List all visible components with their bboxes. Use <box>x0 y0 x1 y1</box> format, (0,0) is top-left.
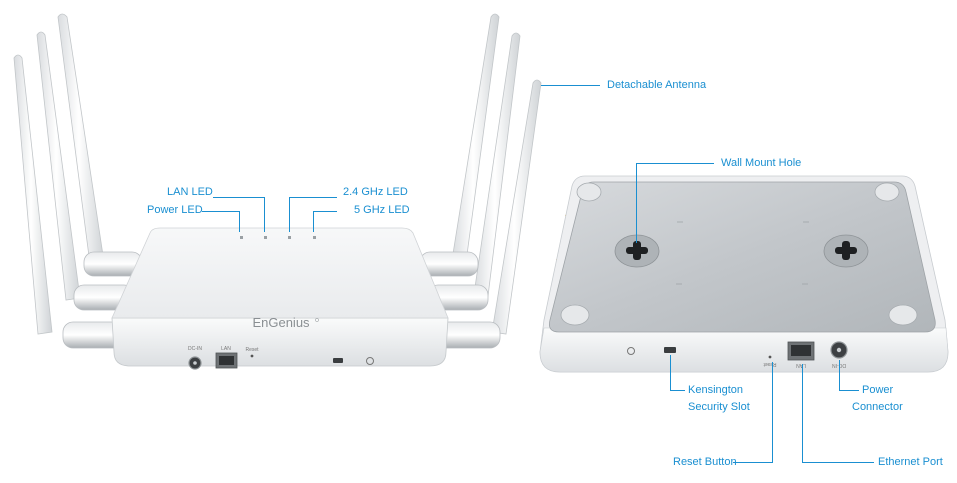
leader-line <box>239 211 240 232</box>
lock-icon <box>627 347 635 355</box>
leader-line <box>313 211 314 232</box>
lan-port-inner <box>219 356 234 365</box>
leader-line <box>213 197 265 198</box>
rubber-foot <box>888 304 918 326</box>
rubber-foot <box>874 182 900 202</box>
leader-line <box>289 197 290 232</box>
leader-line <box>670 390 685 391</box>
front-view-device: DC-IN LAN Reset EnGenius <box>13 13 542 370</box>
lan-led <box>264 236 267 239</box>
registered-mark <box>315 318 319 322</box>
power-connector-label-line1: Power <box>862 384 894 396</box>
device-top-surface <box>111 227 449 319</box>
leader-line <box>202 211 240 212</box>
antenna-left-2 <box>36 31 81 301</box>
device-back-side <box>539 327 949 373</box>
kensington-label-line2: Security Slot <box>688 401 750 413</box>
kensington-slot <box>664 347 676 353</box>
leader-line <box>264 197 265 232</box>
reset-pinhole <box>250 354 254 358</box>
leader-line <box>541 85 600 86</box>
mounting-plate <box>549 181 936 333</box>
leader-line <box>313 211 337 212</box>
ghz5-led <box>313 236 316 239</box>
kensington-slot <box>333 358 343 363</box>
leader-line <box>839 360 840 390</box>
rubber-foot <box>560 304 590 326</box>
ethernet-port-inner <box>791 345 811 356</box>
lock-icon <box>366 357 374 365</box>
lan-port-label: LAN <box>221 346 231 352</box>
power-led <box>240 236 243 239</box>
antenna-right-1 <box>451 13 500 263</box>
reset-button-label: Reset Button <box>673 456 737 468</box>
leader-line <box>636 163 637 243</box>
device-front-face <box>111 317 449 367</box>
leader-line <box>839 390 859 391</box>
ghz5-led-label: 5 GHz LED <box>354 204 410 216</box>
reset-port-label: Reset <box>245 347 259 353</box>
detachable-antenna-label: Detachable Antenna <box>607 79 707 91</box>
power-connector-label-line2: Connector <box>852 401 903 413</box>
reset-port-label: Reset <box>763 361 777 367</box>
dc-in-port-label: DC-IN <box>188 346 202 352</box>
reset-pinhole <box>768 355 772 359</box>
leader-line <box>670 355 671 390</box>
antenna-left-3 <box>57 13 105 265</box>
plate-marking <box>676 221 809 285</box>
rubber-foot <box>576 182 602 202</box>
leader-line <box>802 364 803 462</box>
power-led-label: Power LED <box>147 204 203 216</box>
brand-logo: EnGenius <box>252 315 310 330</box>
wall-mount-hole <box>614 234 660 268</box>
leader-line <box>733 462 773 463</box>
power-connector-pin <box>836 347 842 353</box>
ethernet-port-label: LAN <box>796 362 806 368</box>
antenna-left-1 <box>13 54 53 335</box>
antenna-right-2 <box>473 32 521 297</box>
ghz24-led <box>288 236 291 239</box>
ethernet-port-label: Ethernet Port <box>878 456 943 468</box>
back-view-device: Reset LAN DC-IN <box>539 175 949 373</box>
antenna-right-3 <box>491 79 542 335</box>
wall-mount-hole <box>823 234 869 268</box>
leader-line <box>289 197 337 198</box>
kensington-label-line1: Kensington <box>688 384 744 396</box>
ghz24-led-label: 2.4 GHz LED <box>343 186 408 198</box>
wall-mount-hole-label: Wall Mount Hole <box>721 157 802 169</box>
leader-line <box>772 362 773 462</box>
leader-line <box>802 462 874 463</box>
lan-led-label: LAN LED <box>167 186 213 198</box>
power-connector-label: DC-IN <box>832 362 846 368</box>
leader-line <box>636 163 714 164</box>
dc-in-port-pin <box>193 361 197 365</box>
